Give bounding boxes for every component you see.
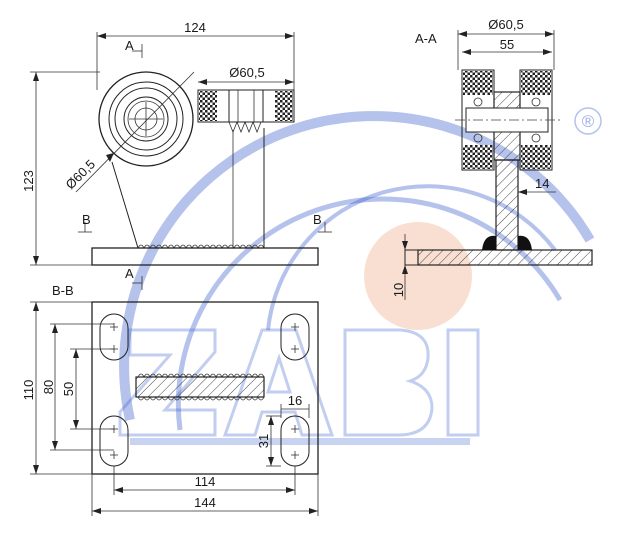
section-b-left-label: B xyxy=(82,212,91,227)
dim-124-arrow-left xyxy=(97,33,106,39)
front-wheel-hub xyxy=(123,96,169,142)
bb-weld-bottom xyxy=(137,396,265,401)
section-b-right-label: B xyxy=(313,212,322,227)
aa-dim-diameter-arrow-right xyxy=(545,31,554,37)
aa-wheel-left-tread-bottom xyxy=(463,145,493,169)
aa-post-label: 14 xyxy=(535,176,549,191)
front-wheel-diameter-label: Ø60,5 xyxy=(63,156,99,192)
dim-110-arrow-bottom xyxy=(33,465,39,474)
dim-50-arrow-bottom xyxy=(73,420,79,429)
bb-base-plate xyxy=(91,301,319,475)
aa-weld-right xyxy=(518,235,532,250)
dim-144-arrow-right xyxy=(309,508,318,514)
aa-bearing-1 xyxy=(473,97,483,107)
aa-plate-edge xyxy=(404,249,419,266)
aa-dim-width-arrow-right xyxy=(543,49,552,55)
aa-bearing-4 xyxy=(531,133,541,143)
front-side-wheel-diameter-label: Ø60,5 xyxy=(229,65,264,80)
dim-80-arrow-bottom xyxy=(52,441,58,450)
section-aa-view: A-A Ø60,5 55 xyxy=(391,17,593,300)
front-weld-seam xyxy=(137,244,265,249)
bb-slot-length-label: 31 xyxy=(256,434,271,448)
dim-31-arrow-top xyxy=(268,416,274,425)
aa-bearing-2 xyxy=(473,133,483,143)
dim-114-arrow-left xyxy=(114,487,123,493)
section-bb-view: B-B 110 80 xyxy=(21,283,319,516)
front-wheel-rim xyxy=(108,81,184,157)
dim-80-arrow-top xyxy=(52,324,58,333)
section-a-top-label: A xyxy=(125,38,134,53)
front-diameter-arrow xyxy=(106,153,114,162)
dim-114-arrow-right xyxy=(286,487,295,493)
front-base-plate xyxy=(91,247,319,266)
front-side-wheel-hub xyxy=(228,89,264,123)
aa-plate-thickness-label: 10 xyxy=(391,283,406,297)
section-bb-title: B-B xyxy=(52,283,74,298)
bb-outer-width-label: 144 xyxy=(194,495,216,510)
dim-110-arrow-top xyxy=(33,302,39,311)
section-aa-title: A-A xyxy=(415,31,437,46)
dim-side-wheel-arrow-right xyxy=(285,79,294,85)
front-diameter-leader xyxy=(75,71,195,193)
aa-post xyxy=(495,159,519,251)
dim-31-arrow-bottom xyxy=(268,457,274,466)
bb-hole-height-label: 80 xyxy=(41,380,56,394)
front-side-wheel-weld xyxy=(228,120,262,134)
aa-dim-plate-arrow-top xyxy=(402,241,408,250)
front-wheel-bearing xyxy=(127,100,165,138)
aa-wheel-right-tread-top xyxy=(521,71,551,95)
aa-width-label: 55 xyxy=(500,37,514,52)
front-view: Ø60,5 124 Ø60,5 123 A A xyxy=(21,20,332,290)
aa-wheel-diameter-label: Ø60,5 xyxy=(488,17,523,32)
aa-weld-left xyxy=(482,235,496,250)
bb-slot-width-label: 16 xyxy=(288,393,302,408)
front-wheel-hub-outer xyxy=(114,87,178,151)
aa-base-plate xyxy=(417,249,593,266)
watermark-underline xyxy=(130,438,470,445)
dim-144-arrow-left xyxy=(92,508,101,514)
aa-wheel-left-tread-top xyxy=(463,71,493,95)
bb-slot-top-left xyxy=(99,313,129,361)
dim-50-arrow-top xyxy=(73,349,79,358)
front-wheel-outer xyxy=(98,71,194,167)
dim-side-wheel-arrow-left xyxy=(198,79,207,85)
aa-bearing-3 xyxy=(531,97,541,107)
front-width-label: 124 xyxy=(184,20,206,35)
watermark-accent-circle xyxy=(364,222,472,330)
aa-dim-plate-arrow-bottom xyxy=(402,265,408,274)
bb-outer-height-label: 110 xyxy=(21,380,36,401)
bb-slot-top-right xyxy=(280,313,310,361)
aa-dim-width-arrow-left xyxy=(462,49,471,55)
dim-123-arrow-bottom xyxy=(33,256,39,265)
bb-post-section xyxy=(135,376,265,398)
front-side-wheel-tread-right xyxy=(275,91,293,121)
bb-inner-height-label: 50 xyxy=(61,382,76,396)
dim-124-arrow-right xyxy=(285,33,294,39)
section-a-bottom-label: A xyxy=(125,266,134,281)
watermark-letters xyxy=(118,328,480,437)
aa-wheel-right-tread-bottom xyxy=(521,145,551,169)
front-side-wheel-tread-left xyxy=(199,91,217,121)
aa-dim-diameter-arrow-left xyxy=(458,31,467,37)
registered-symbol: ® xyxy=(582,112,595,131)
front-height-label: 123 xyxy=(21,170,36,192)
bb-hole-spacing-label: 114 xyxy=(195,474,216,489)
aa-dim-post-arrow xyxy=(518,189,527,195)
bb-weld-top xyxy=(137,373,265,378)
registered-symbol-ring xyxy=(574,107,602,135)
dim-123-arrow-top xyxy=(33,72,39,81)
front-bracket xyxy=(111,128,265,249)
